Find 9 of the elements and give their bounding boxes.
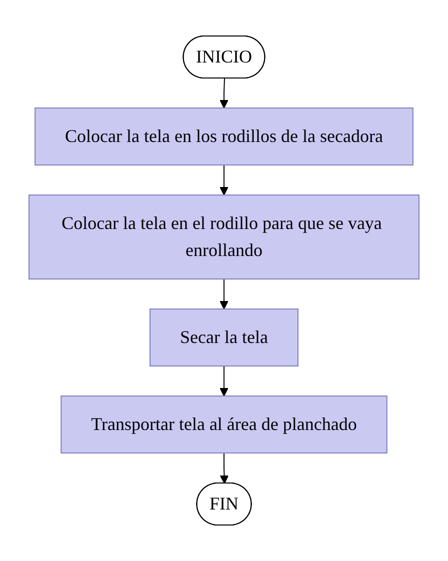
arrow <box>220 78 228 108</box>
arrow <box>220 278 228 310</box>
node-box: Colocar la tela en los rodillos de la secadora <box>34 108 414 166</box>
node-box: Transportar tela al área de planchado <box>60 396 388 454</box>
arrow <box>220 366 228 396</box>
arrow <box>220 164 228 196</box>
node-box: Secar la tela <box>150 308 298 366</box>
arrow <box>220 452 229 484</box>
node-box: Colocar la tela en el rodillo para que se vaya enrollando <box>28 194 420 280</box>
